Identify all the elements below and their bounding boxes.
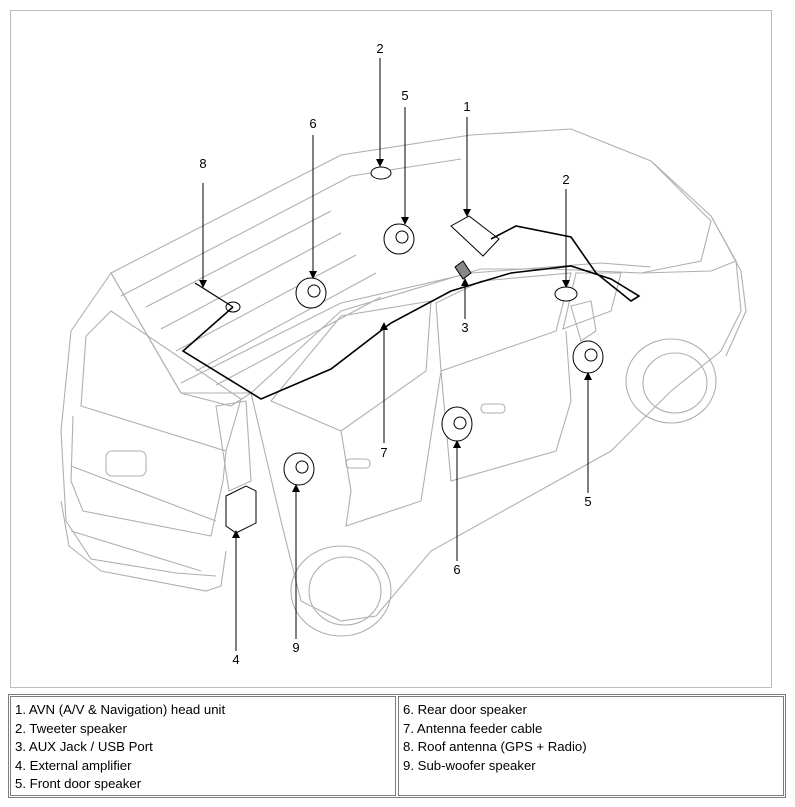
callout-8: 8 [199, 156, 206, 171]
callout-7: 7 [380, 445, 387, 460]
legend-item-1: 1. AVN (A/V & Navigation) head unit [15, 702, 226, 717]
callout-5-top: 5 [401, 88, 408, 103]
car-outline [60, 128, 747, 637]
car-audio-diagram: 1 2 2 3 4 5 5 6 6 7 8 9 [60, 41, 747, 667]
legend-item-6: 6. Rear door speaker [403, 702, 527, 717]
legend-item-3: 3. AUX Jack / USB Port [15, 739, 153, 755]
legend-table: 1. AVN (A/V & Navigation) head unit 2. T… [8, 694, 786, 798]
antenna-feeder-cable [181, 225, 641, 400]
legend-column-left: 1. AVN (A/V & Navigation) head unit 2. T… [10, 696, 396, 796]
tweeter-speaker-right [554, 286, 578, 302]
callout-5-right: 5 [584, 494, 591, 509]
callout-4: 4 [232, 652, 239, 667]
callout-1: 1 [463, 99, 470, 114]
diagram-frame: 1 2 2 3 4 5 5 6 6 7 8 9 [10, 10, 772, 688]
external-amplifier [225, 485, 257, 534]
legend-item-8: 8. Roof antenna (GPS + Radio) [403, 739, 587, 755]
leader-lines [199, 58, 592, 651]
callout-labels: 1 2 2 3 4 5 5 6 6 7 8 9 [199, 41, 591, 667]
callout-6-bottom: 6 [453, 562, 460, 577]
legend-column-right: 6. Rear door speaker 7. Antenna feeder c… [398, 696, 784, 796]
callout-9: 9 [292, 640, 299, 655]
avn-head-unit [450, 215, 500, 257]
callout-6-top: 6 [309, 116, 316, 131]
legend-item-4: 4. External amplifier [15, 757, 132, 773]
callout-2-right: 2 [562, 172, 569, 187]
tweeter-speaker-left [370, 166, 392, 180]
aux-usb-port [454, 260, 472, 280]
callout-3: 3 [461, 320, 468, 335]
legend-item-2: 2. Tweeter speaker [15, 720, 127, 736]
callout-2-top: 2 [376, 41, 383, 56]
legend-item-7: 7. Antenna feeder cable [403, 720, 543, 736]
legend-item-5: 5. Front door speaker [15, 776, 142, 792]
legend-item-9: 9. Sub-woofer speaker [403, 757, 536, 773]
